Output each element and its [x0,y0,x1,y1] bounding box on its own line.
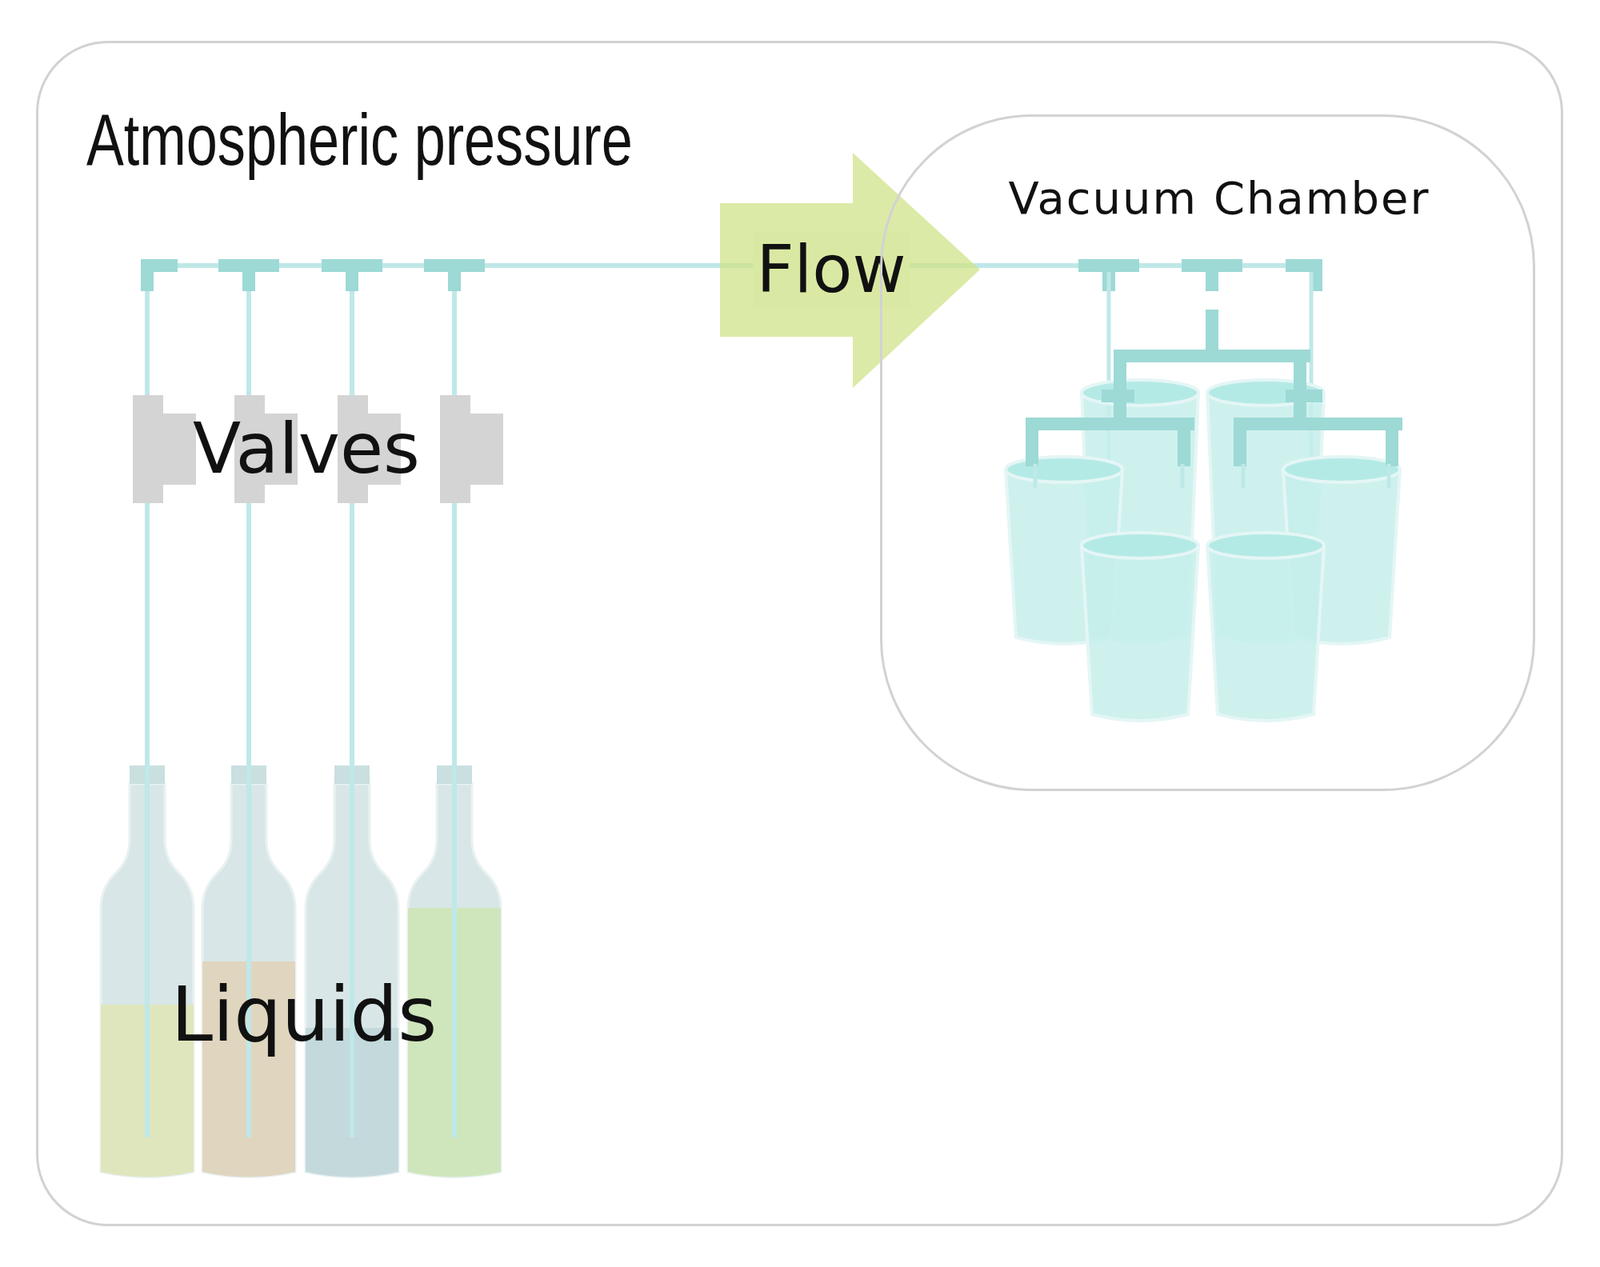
pipe [1180,464,1185,488]
part-label: Valves [192,408,420,489]
valve [470,413,504,485]
manifold [1177,424,1191,460]
manifold [1032,417,1188,431]
pipe [1241,464,1246,488]
node-text: Flow [752,232,909,308]
tee-fitting [448,259,461,292]
cup-rim [1081,532,1199,559]
manifold [1113,396,1127,424]
manifold [1120,349,1304,363]
cup-rim [1283,456,1400,483]
cup-rim [1005,456,1123,483]
valve [440,395,471,504]
tee-fitting [242,259,256,292]
valve [163,413,196,485]
manifold [1240,417,1396,431]
pipe [1387,464,1392,488]
cup-rim [1081,380,1199,406]
manifold [1293,396,1307,424]
manifold [1385,424,1399,460]
arrow-fill [720,152,980,388]
manifold [1025,424,1039,460]
cup [1081,545,1199,721]
cup [1207,545,1324,721]
tee-fitting [1205,259,1219,292]
node-text: Atmospheric pressure [86,99,633,183]
vacuum-chamber: Vacuum Chamber [880,114,1536,792]
pipe [1033,464,1038,488]
tee-fitting [345,259,359,292]
cup-rim [1207,380,1324,406]
part-label: Liquids [171,972,438,1059]
node-text: Vacuum Chamber [1008,172,1431,224]
valve [132,395,164,504]
manifold [1233,424,1247,460]
tee-fitting [140,259,154,292]
flow-arrow: Flow [720,152,980,388]
cup-rim [1207,532,1324,559]
